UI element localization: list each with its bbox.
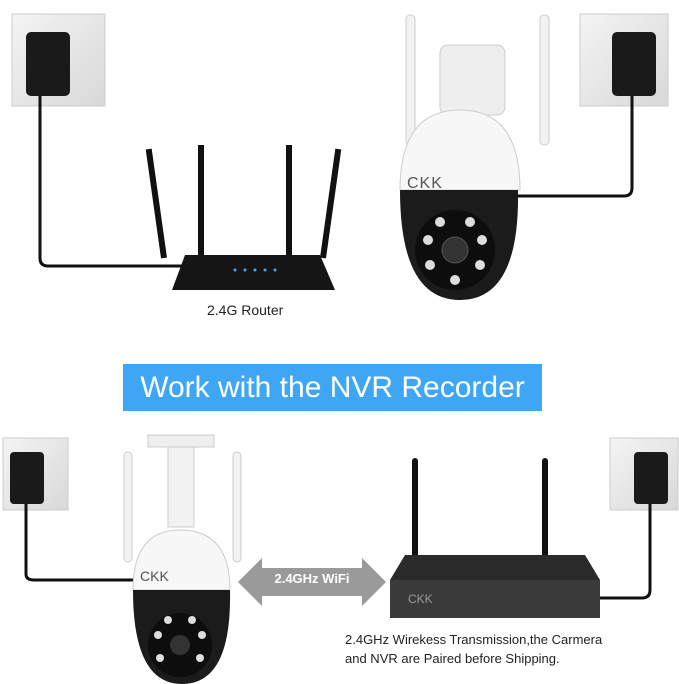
outlet-top-right (579, 13, 669, 107)
nvr-banner: Work with the NVR Recorder (123, 364, 542, 411)
outlet-top-left (11, 13, 106, 107)
nvr-logo: CKK (408, 592, 433, 606)
outlet-bottom-left (2, 437, 69, 511)
router (145, 145, 342, 290)
camera-bottom-logo: CKK (140, 568, 169, 584)
camera-bottom (123, 434, 242, 684)
double-arrow (238, 558, 386, 606)
power-cables (24, 96, 652, 600)
camera-top (399, 14, 550, 300)
camera-top-logo: CKK (407, 175, 443, 192)
caption-line-2: and NVR are Paired before Shipping. (345, 651, 560, 666)
nvr-recorder (390, 458, 600, 618)
outlet-bottom-right (609, 437, 679, 511)
caption: 2.4GHz Wirekess Transmission,the Carmera… (345, 630, 602, 668)
wifi-label: 2.4GHz WiFi (274, 571, 350, 586)
router-label: 2.4G Router (207, 302, 284, 318)
caption-line-1: 2.4GHz Wirekess Transmission,the Carmera (345, 632, 603, 647)
